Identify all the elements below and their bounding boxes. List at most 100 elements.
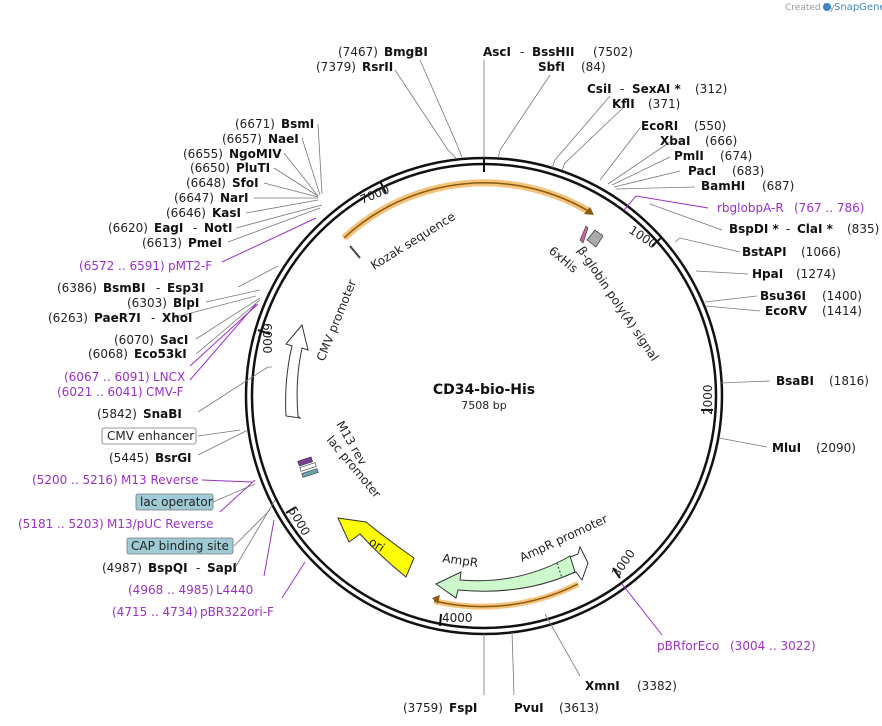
enzyme-paci-pos: (683)	[732, 164, 764, 178]
enzyme-asci: AscI	[483, 45, 511, 59]
enzyme-labels: (7467) BmgBI (7379) RsrII AscI - BssHII …	[48, 45, 879, 715]
enzyme-bspdi-pos: (835)	[847, 222, 879, 236]
enzyme-rsrii: RsrII	[362, 60, 393, 74]
tick-4000	[439, 613, 442, 627]
primer-cmvf: CMV-F	[146, 385, 184, 399]
enzyme-eagi-sep: -	[193, 221, 197, 235]
kozak-mark	[349, 245, 361, 259]
primer-m13puc: M13/pUC Reverse	[107, 517, 214, 531]
cmv-enhancer-label: CMV enhancer	[107, 429, 194, 443]
betaglobin-box	[586, 229, 604, 248]
enzyme-pmei-pos: (6613)	[142, 236, 182, 250]
enzyme-nari: NarI	[220, 191, 249, 205]
enzyme-bsabi-pos: (1816)	[829, 374, 869, 388]
enzyme-ecorv-pos: (1414)	[822, 304, 862, 318]
enzyme-mlui: MluI	[772, 441, 801, 455]
credit-brand: SnapGene	[834, 2, 882, 13]
enzyme-bsshii: BssHII	[532, 45, 574, 59]
cmv-enhancer-box	[101, 427, 197, 445]
cap-binding-box	[126, 537, 234, 555]
enzyme-eagi: EagI	[154, 221, 183, 235]
enzyme-bsmbi: BsmBI	[103, 281, 145, 295]
primer-l4440-range: (4968 .. 4985)	[128, 583, 214, 597]
enzyme-sbfi: SbfI	[538, 60, 565, 74]
enzyme-sfoi-pos: (6648)	[186, 176, 226, 190]
primer-leader-lines	[189, 195, 709, 636]
primer-m13rev: M13 Reverse	[121, 473, 199, 487]
enzyme-bspdi-sep: -	[786, 222, 790, 236]
primer-lncx-range: (6067 .. 6091)	[64, 370, 150, 384]
enzyme-eco53ki-pos: (6068)	[88, 347, 128, 361]
enzyme-bsu36i-pos: (1400)	[822, 289, 862, 303]
primer-pmt2f: pMT2-F	[168, 259, 212, 273]
enzyme-blpi-pos: (6303)	[127, 296, 167, 310]
m13rev-mark	[297, 456, 313, 467]
primer-l4440: L4440	[216, 583, 253, 597]
enzyme-hpai: HpaI	[752, 267, 783, 281]
enzyme-kasi-pos: (6646)	[166, 206, 206, 220]
enzyme-ecori: EcoRI	[641, 119, 678, 133]
tick-3000	[612, 567, 621, 579]
enzyme-naei: NaeI	[268, 132, 299, 146]
enzyme-bstapi: BstAPI	[742, 245, 787, 259]
lac-operator-box	[135, 493, 214, 511]
enzyme-asci-pos: (7502)	[593, 45, 633, 59]
enzyme-asci-sep: -	[520, 45, 524, 59]
enzyme-bspqi-pos: (4987)	[102, 561, 142, 575]
enzyme-xbai-pos: (666)	[705, 134, 737, 148]
enzyme-paer7i-pos: (6263)	[48, 311, 88, 325]
enzyme-csii-pos: (312)	[695, 82, 727, 96]
enzyme-bsabi: BsaBI	[776, 374, 814, 388]
enzyme-pvui: PvuI	[514, 701, 544, 715]
enzyme-bmgbi: BmgBI	[384, 45, 428, 59]
enzyme-bspqi-sep: -	[196, 561, 200, 575]
enzyme-ecori-pos: (550)	[694, 119, 726, 133]
enzyme-csii-sep: -	[620, 82, 624, 96]
plasmid-name: CD34-bio-His	[433, 382, 535, 398]
enzyme-rsrii-pos: (7379)	[316, 60, 356, 74]
enzyme-kasi: KasI	[212, 206, 241, 220]
lac-operator-label: lac operator	[140, 495, 213, 509]
credit-created-by: Created by	[785, 3, 835, 13]
enzyme-xhoi: XhoI	[162, 311, 193, 325]
enzyme-eagi-pos: (6620)	[108, 221, 148, 235]
plasmid-length: 7508 bp	[461, 399, 506, 412]
his-tag-mark	[579, 225, 589, 244]
enzyme-xbai: XbaI	[660, 134, 690, 148]
enzyme-xmni-pos: (3382)	[637, 679, 677, 693]
primer-rbglobpa: rbglobpA-R	[717, 201, 784, 215]
primer-rbglobpa-range: (767 .. 786)	[794, 201, 864, 215]
ampr-arrow	[435, 555, 576, 599]
ori-arrow	[337, 517, 415, 578]
ampr-promoter-label: AmpR promoter	[517, 512, 609, 565]
enzyme-saci-pos: (6070)	[114, 333, 154, 347]
insert-arrowhead	[584, 207, 594, 215]
enzyme-bsu36i: Bsu36I	[760, 289, 806, 303]
insert-arc	[343, 182, 591, 239]
enzyme-paer7i: PaeR7I	[94, 311, 141, 325]
ampr-label: AmpR	[442, 551, 479, 570]
enzyme-bsmi: BsmI	[281, 117, 314, 131]
tick-7000	[379, 180, 387, 194]
enzyme-bsrgi: BsrGI	[155, 451, 192, 465]
enzyme-ecorv: EcoRV	[765, 304, 808, 318]
enzyme-naei-pos: (6657)	[222, 132, 262, 146]
enzyme-bspdi: BspDI *	[729, 222, 779, 236]
tick-label-4000: 4000	[442, 611, 473, 625]
enzyme-kfli: KflI	[612, 97, 635, 111]
lac-operator-mark	[301, 468, 319, 478]
enzyme-esp3i: Esp3I	[167, 281, 204, 295]
enzyme-hpai-pos: (1274)	[796, 267, 836, 281]
ampr-band-arc	[433, 583, 579, 608]
enzyme-fspi-pos: (3759)	[403, 701, 443, 715]
enzyme-ngomiv: NgoMIV	[229, 147, 282, 161]
tick-5000	[285, 506, 297, 514]
betaglobin-label: β-globin poly(A) signal	[575, 244, 662, 364]
enzyme-kfli-pos: (371)	[648, 97, 680, 111]
boxed-labels: CMV enhancer lac operator CAP binding si…	[101, 427, 234, 555]
enzyme-sfoi: SfoI	[232, 176, 259, 190]
tick-6000	[257, 329, 271, 335]
tick-label-6000: 6000	[260, 323, 274, 354]
snapgene-logo-icon	[823, 3, 831, 11]
